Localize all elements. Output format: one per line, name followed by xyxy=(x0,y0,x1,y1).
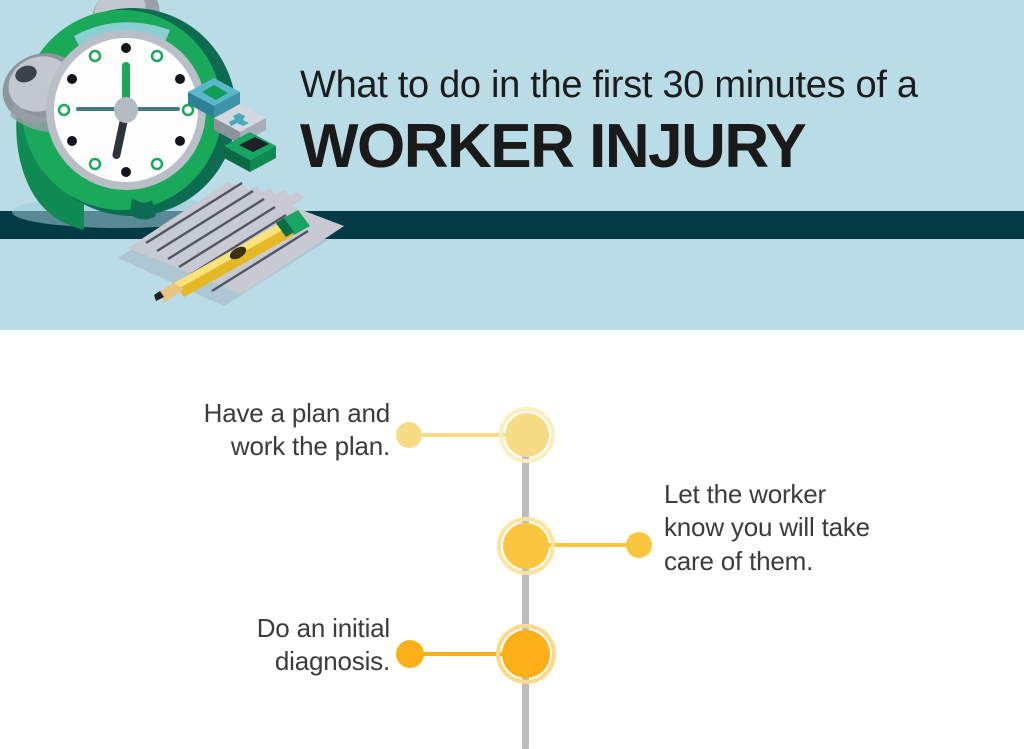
step-3-label-line1: Do an initial xyxy=(256,613,390,643)
header-accent-stripe xyxy=(0,211,1024,239)
step-3-end-dot[interactable] xyxy=(396,640,424,668)
step-1-node[interactable] xyxy=(505,413,549,457)
step-3-label: Do an initial diagnosis. xyxy=(140,612,390,679)
step-3-connector xyxy=(406,652,522,656)
step-2-connector xyxy=(528,543,640,547)
step-2-node-ring xyxy=(497,517,555,575)
step-1-end-dot[interactable] xyxy=(396,422,422,448)
step-2-label-line3: care of them. xyxy=(664,545,814,576)
step-3-node-ring xyxy=(496,624,556,684)
step-3-node[interactable] xyxy=(502,630,550,678)
header-subtitle: What to do in the first 30 minutes of a xyxy=(300,64,918,106)
step-2-label: Let the worker know you will take care o… xyxy=(664,478,944,578)
timeline-spine xyxy=(522,435,529,749)
page-title: WORKER INJURY xyxy=(300,111,807,181)
step-1-node-ring xyxy=(499,407,555,463)
step-3-label-line2: diagnosis. xyxy=(274,646,390,677)
step-1-label-line1: Have a plan and xyxy=(203,398,391,428)
step-1-label-line2: work the plan. xyxy=(230,431,390,462)
step-2-label-line1: Let the worker xyxy=(664,479,826,509)
step-2-label-line2: know you will take xyxy=(664,512,870,543)
header-title-block: What to do in the first 30 minutes of a … xyxy=(300,64,980,181)
step-2-end-dot[interactable] xyxy=(626,532,652,558)
step-2-node[interactable] xyxy=(503,523,549,569)
timeline: Have a plan and work the plan. Let the w… xyxy=(0,330,1024,749)
step-1-connector xyxy=(406,433,522,437)
step-1-label: Have a plan and work the plan. xyxy=(140,397,391,464)
